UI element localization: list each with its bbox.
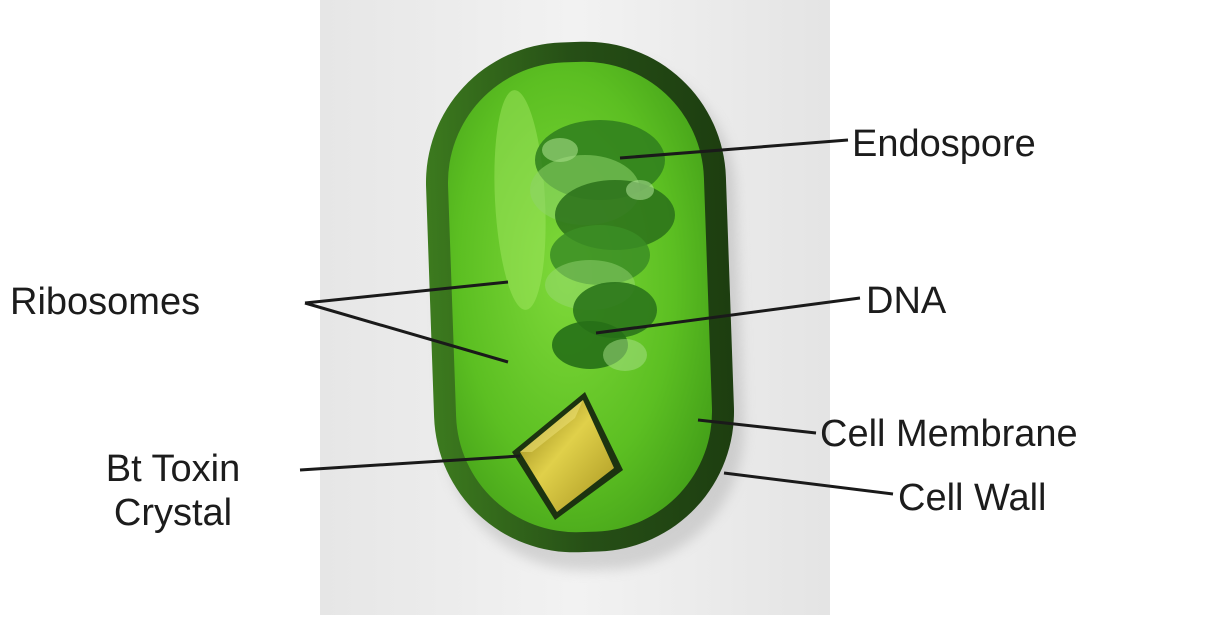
bt-toxin-crystal-label: Bt Toxin Crystal [48,447,298,535]
ribosomes-label: Ribosomes [10,280,200,324]
endospore-label: Endospore [852,122,1036,166]
cell-wall-label: Cell Wall [898,476,1047,520]
bt-toxin-label-line1: Bt Toxin [48,447,298,491]
bt-toxin-label-line2: Crystal [48,491,298,535]
cell-membrane-label: Cell Membrane [820,412,1078,456]
dna-label: DNA [866,279,946,323]
